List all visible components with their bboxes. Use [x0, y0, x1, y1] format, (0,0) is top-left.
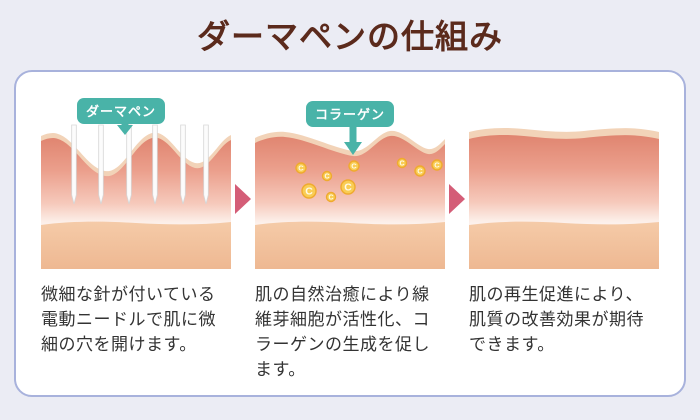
- svg-text:C: C: [324, 173, 329, 180]
- step-panel-dermapen: ダーマペン: [41, 92, 231, 382]
- panel-caption: 肌の再生促進により、肌質の改善効果が期待できます。: [469, 285, 644, 354]
- skin-with-needles-illustration: [41, 118, 231, 269]
- collagen-dot: [431, 159, 443, 171]
- needle-icon: [180, 124, 186, 205]
- svg-text:C: C: [328, 194, 333, 201]
- svg-text:C: C: [298, 164, 304, 173]
- svg-text:C: C: [344, 182, 352, 194]
- step-panel-regenerated-skin: 肌の再生促進により、肌質の改善効果が期待できます。: [469, 92, 659, 382]
- collagen-pointer-arrow-icon: [344, 120, 362, 155]
- dermapen-label-badge: ダーマペン: [76, 98, 166, 124]
- svg-text:C: C: [417, 167, 423, 176]
- svg-text:C: C: [305, 186, 313, 198]
- dermapen-figure: ダーマペン: [41, 92, 231, 269]
- collagen-dot: [301, 183, 317, 199]
- needle-icon: [126, 124, 132, 205]
- needle-icon: [203, 124, 209, 205]
- skin-subcutis-band: [41, 221, 231, 269]
- svg-text:C: C: [399, 160, 404, 167]
- step-arrow-gap: [231, 92, 255, 382]
- collagen-dot: [348, 160, 360, 172]
- collagen-label-badge: コラーゲン: [305, 101, 395, 127]
- skin-subcutis-band: [469, 221, 659, 269]
- collagen-figure: コラーゲン: [255, 92, 445, 269]
- diagram-card: ダーマペン: [14, 70, 686, 397]
- skin-with-collagen-illustration: C C C C C C C C C: [255, 120, 445, 269]
- smooth-skin-figure: [469, 92, 659, 269]
- panel-caption: 肌の自然治癒により線維芽細胞が活性化、コラーゲンの生成を促します。: [255, 285, 430, 379]
- needle-icon: [152, 124, 158, 205]
- next-step-arrow-icon: [235, 184, 251, 214]
- next-step-arrow-icon: [449, 184, 465, 214]
- panel-caption: 微細な針が付いている電動ニードルで肌に微細の穴を開けます。: [41, 285, 216, 354]
- collagen-dot: [396, 157, 408, 169]
- smooth-skin-illustration: [469, 128, 659, 269]
- step-arrow-gap: [445, 92, 469, 382]
- collagen-dot: [321, 170, 333, 182]
- collagen-dot: [340, 179, 356, 195]
- svg-text:C: C: [351, 162, 357, 171]
- collagen-particles-group: [295, 157, 443, 203]
- svg-text:C: C: [434, 161, 440, 170]
- needle-icon: [71, 124, 77, 205]
- needles-group: [71, 124, 209, 205]
- collagen-dot: [295, 162, 307, 174]
- collagen-dot: [325, 191, 337, 203]
- needle-icon: [98, 124, 104, 205]
- skin-subcutis-band: [255, 221, 445, 269]
- step-panel-collagen: コラーゲン: [255, 92, 445, 382]
- collagen-letters-group: C C C C C C C C C: [298, 160, 440, 201]
- steps-row: ダーマペン: [16, 72, 684, 382]
- page-title: ダーマペンの仕組み: [197, 20, 503, 56]
- collagen-dot: [414, 165, 426, 177]
